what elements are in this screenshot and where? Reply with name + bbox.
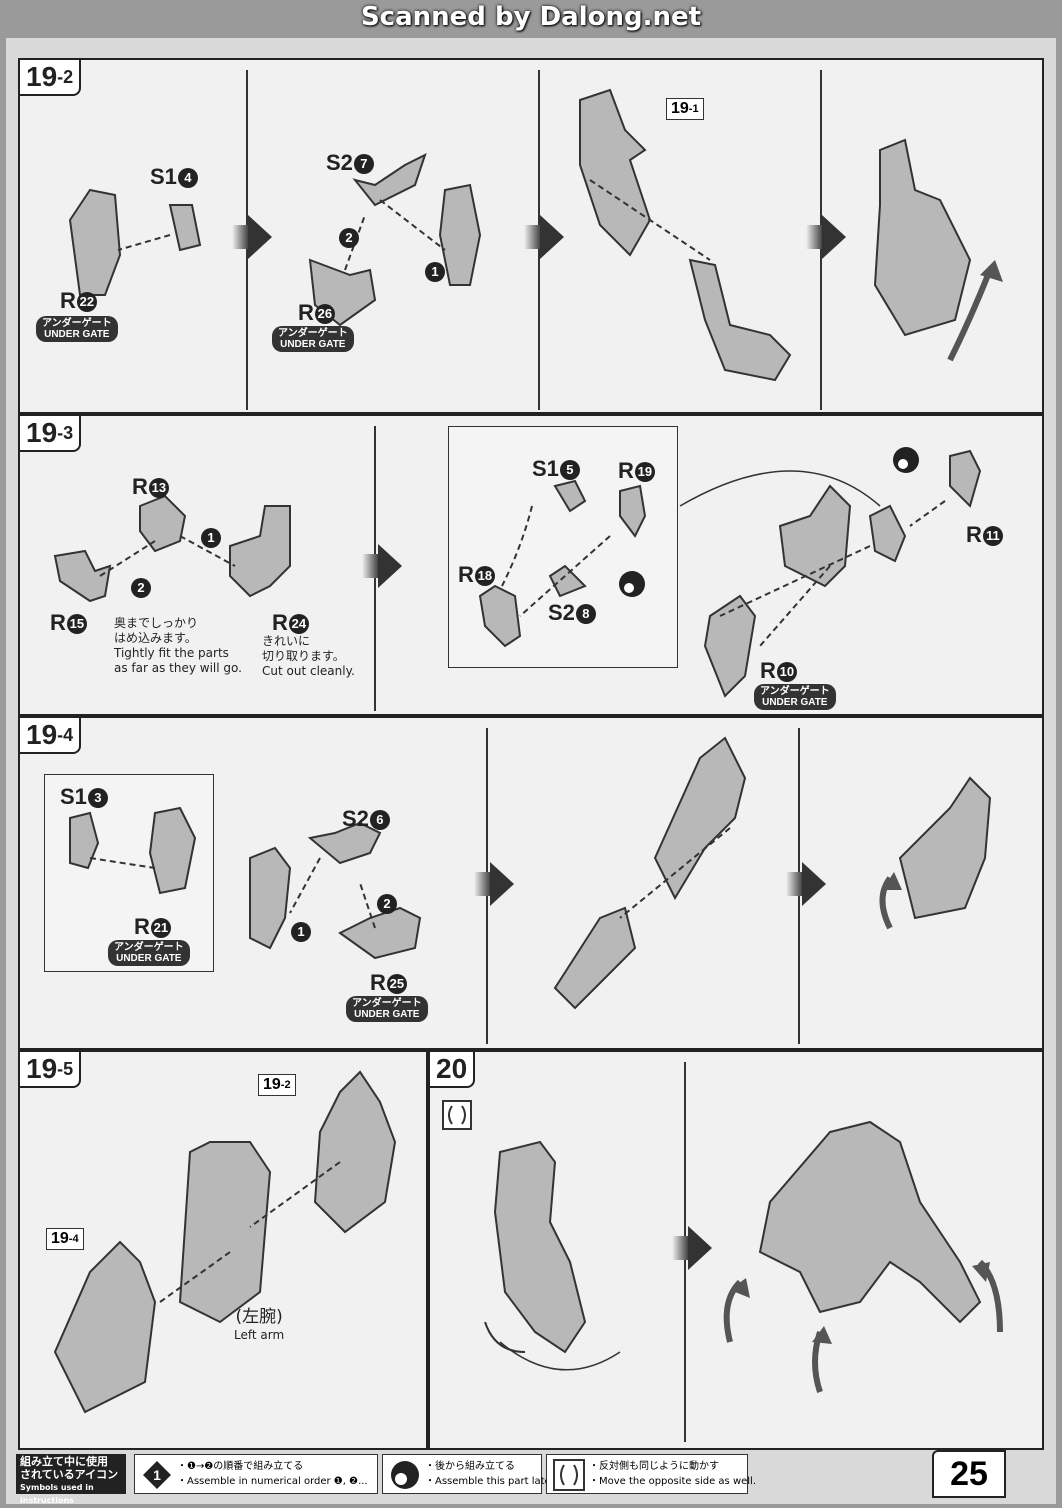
next-arrow-icon — [474, 862, 514, 906]
legend-opposite: ・反対側も同じように動かす・Move the opposite side as … — [546, 1454, 756, 1494]
step-number-19-4: 19-4 — [20, 718, 82, 754]
next-arrow-icon — [806, 215, 846, 259]
assembly-illustration — [69, 736, 992, 1010]
reference-19-4: 19-4 — [46, 1228, 84, 1250]
order-marker-1: 1 — [290, 918, 311, 944]
next-arrow-icon — [786, 862, 826, 906]
order-marker-1: 1 — [200, 524, 221, 550]
later-icon — [391, 1461, 419, 1489]
step-number-19-3: 19-3 — [20, 416, 82, 452]
icon-legend: 組み立て中に使用 されているアイコン Symbols used in instr… — [16, 1454, 1046, 1505]
assembly-illustration — [53, 1070, 397, 1414]
next-arrow-icon — [524, 215, 564, 259]
order-marker-2: 2 — [130, 574, 151, 600]
next-arrow-icon — [362, 544, 402, 588]
assembly-illustration — [53, 447, 982, 698]
step-number-20: 20 — [430, 1052, 476, 1088]
move-opposite-icon — [553, 1459, 585, 1491]
note-cut-cleanly: きれいに切り取ります。Cut out cleanly. — [262, 634, 355, 678]
order-marker-2: 2 — [376, 890, 397, 916]
left-arm-label: (左腕) Left arm — [234, 1307, 285, 1342]
scan-watermark: Scanned by Dalong.net — [360, 2, 702, 32]
order-icon: 1 — [143, 1461, 171, 1489]
legend-order: 1 ・❶→❷の順番で組み立てる・Assemble in numerical or… — [134, 1454, 378, 1494]
order-marker-1: 1 — [424, 258, 445, 284]
panel-step-19-5: 19-5 19-2 19-4 (左腕) Left arm — [18, 1050, 428, 1450]
assembly-illustration — [68, 88, 1003, 382]
legend-title: 組み立て中に使用 されているアイコン Symbols used in instr… — [16, 1454, 126, 1505]
next-arrow-icon — [232, 215, 272, 259]
svg-text:1: 1 — [153, 1467, 161, 1483]
reference-19-2: 19-2 — [258, 1074, 296, 1096]
legend-later: ・後から組み立てる・Assemble this part later. — [382, 1454, 557, 1494]
move-opposite-icon — [442, 1100, 472, 1130]
next-arrow-icon — [672, 1226, 712, 1270]
step-number-19-2: 19-2 — [20, 60, 82, 96]
order-marker-2: 2 — [338, 224, 359, 250]
panel-step-20: 20 — [428, 1050, 1044, 1450]
step-number-19-5: 19-5 — [20, 1052, 82, 1088]
page-number: 25 — [932, 1450, 1006, 1498]
assembly-illustration — [484, 1120, 1003, 1393]
reference-19-1: 19-1 — [666, 98, 704, 120]
